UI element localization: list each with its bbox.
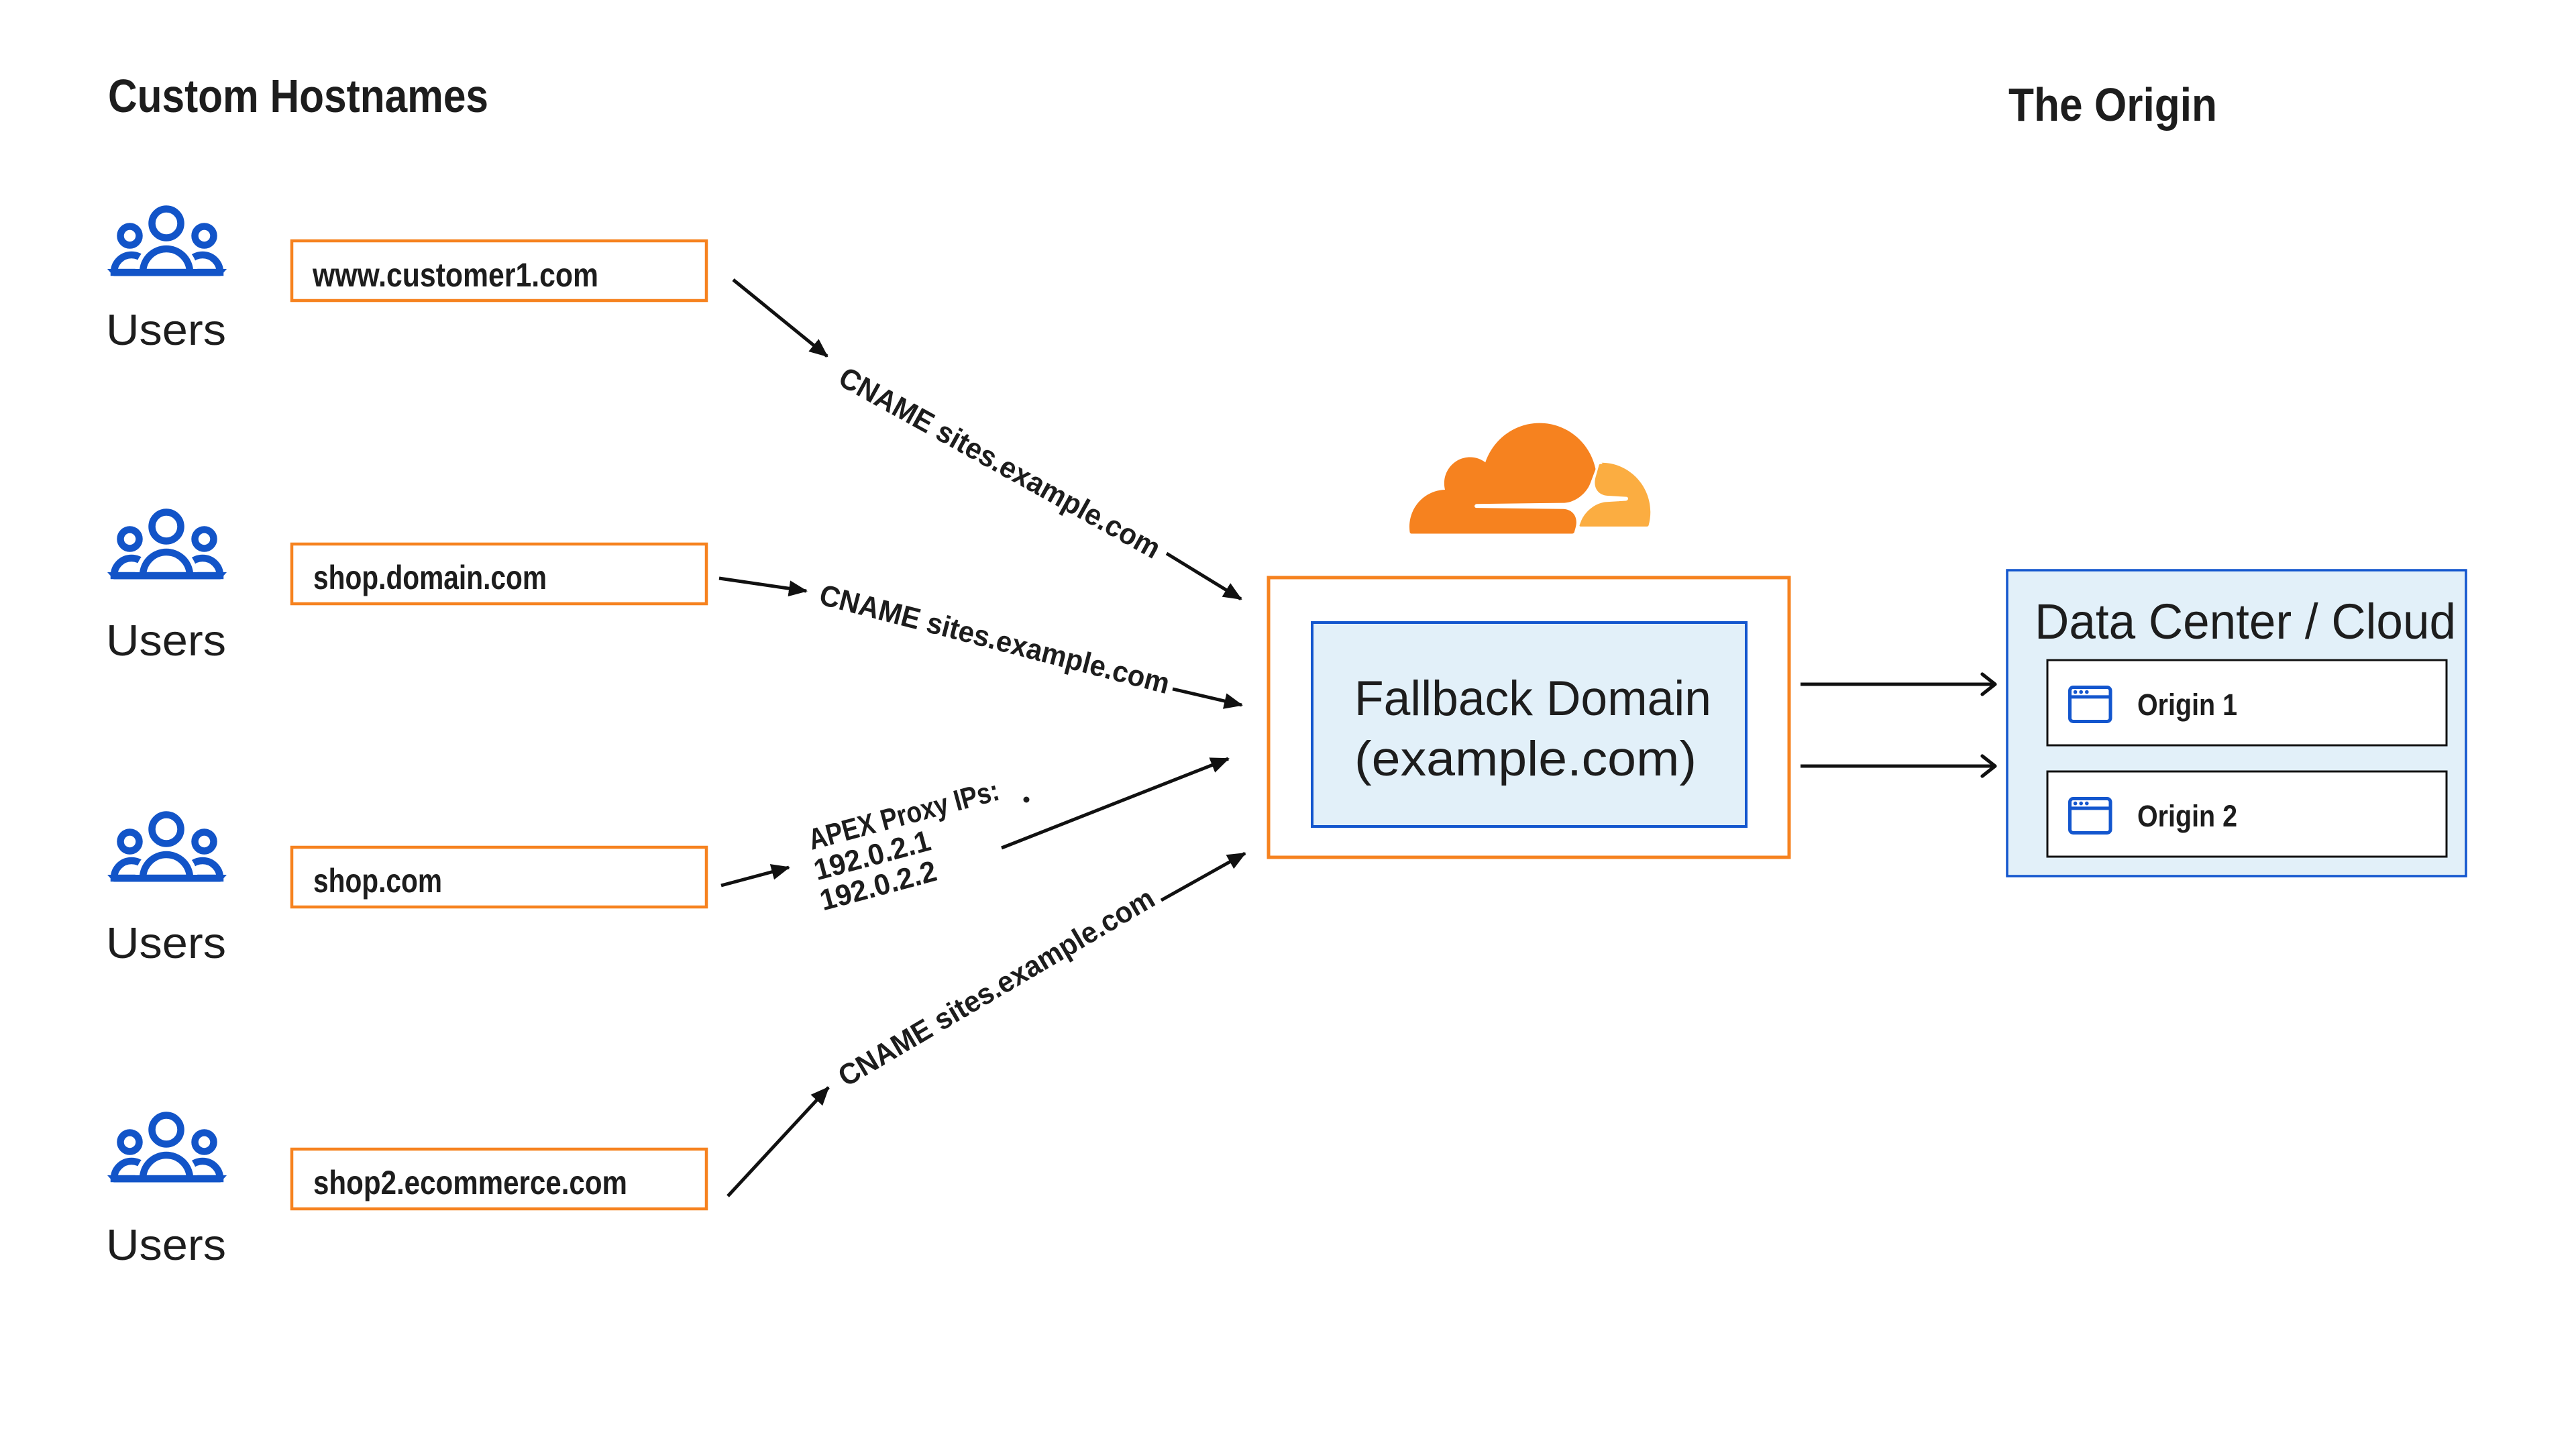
svg-text:shop.com: shop.com — [313, 862, 442, 900]
svg-text:The Origin: The Origin — [2008, 78, 2217, 131]
svg-text:(example.com): (example.com) — [1354, 732, 1697, 786]
svg-text:Fallback Domain: Fallback Domain — [1354, 672, 1711, 726]
svg-text:shop2.ecommerce.com: shop2.ecommerce.com — [313, 1164, 627, 1201]
svg-text:Custom Hostnames: Custom Hostnames — [108, 70, 488, 122]
svg-text:www.customer1.com: www.customer1.com — [312, 256, 598, 294]
svg-text:Users: Users — [106, 616, 226, 665]
svg-text:Origin 2: Origin 2 — [2137, 799, 2237, 833]
svg-text:Users: Users — [106, 918, 226, 967]
svg-text:shop.domain.com: shop.domain.com — [313, 559, 547, 596]
svg-text:Users: Users — [106, 1220, 226, 1269]
svg-text:Origin 1: Origin 1 — [2137, 688, 2237, 722]
svg-text:Data Center / Cloud: Data Center / Cloud — [2035, 594, 2456, 649]
svg-text:Users: Users — [106, 305, 226, 354]
